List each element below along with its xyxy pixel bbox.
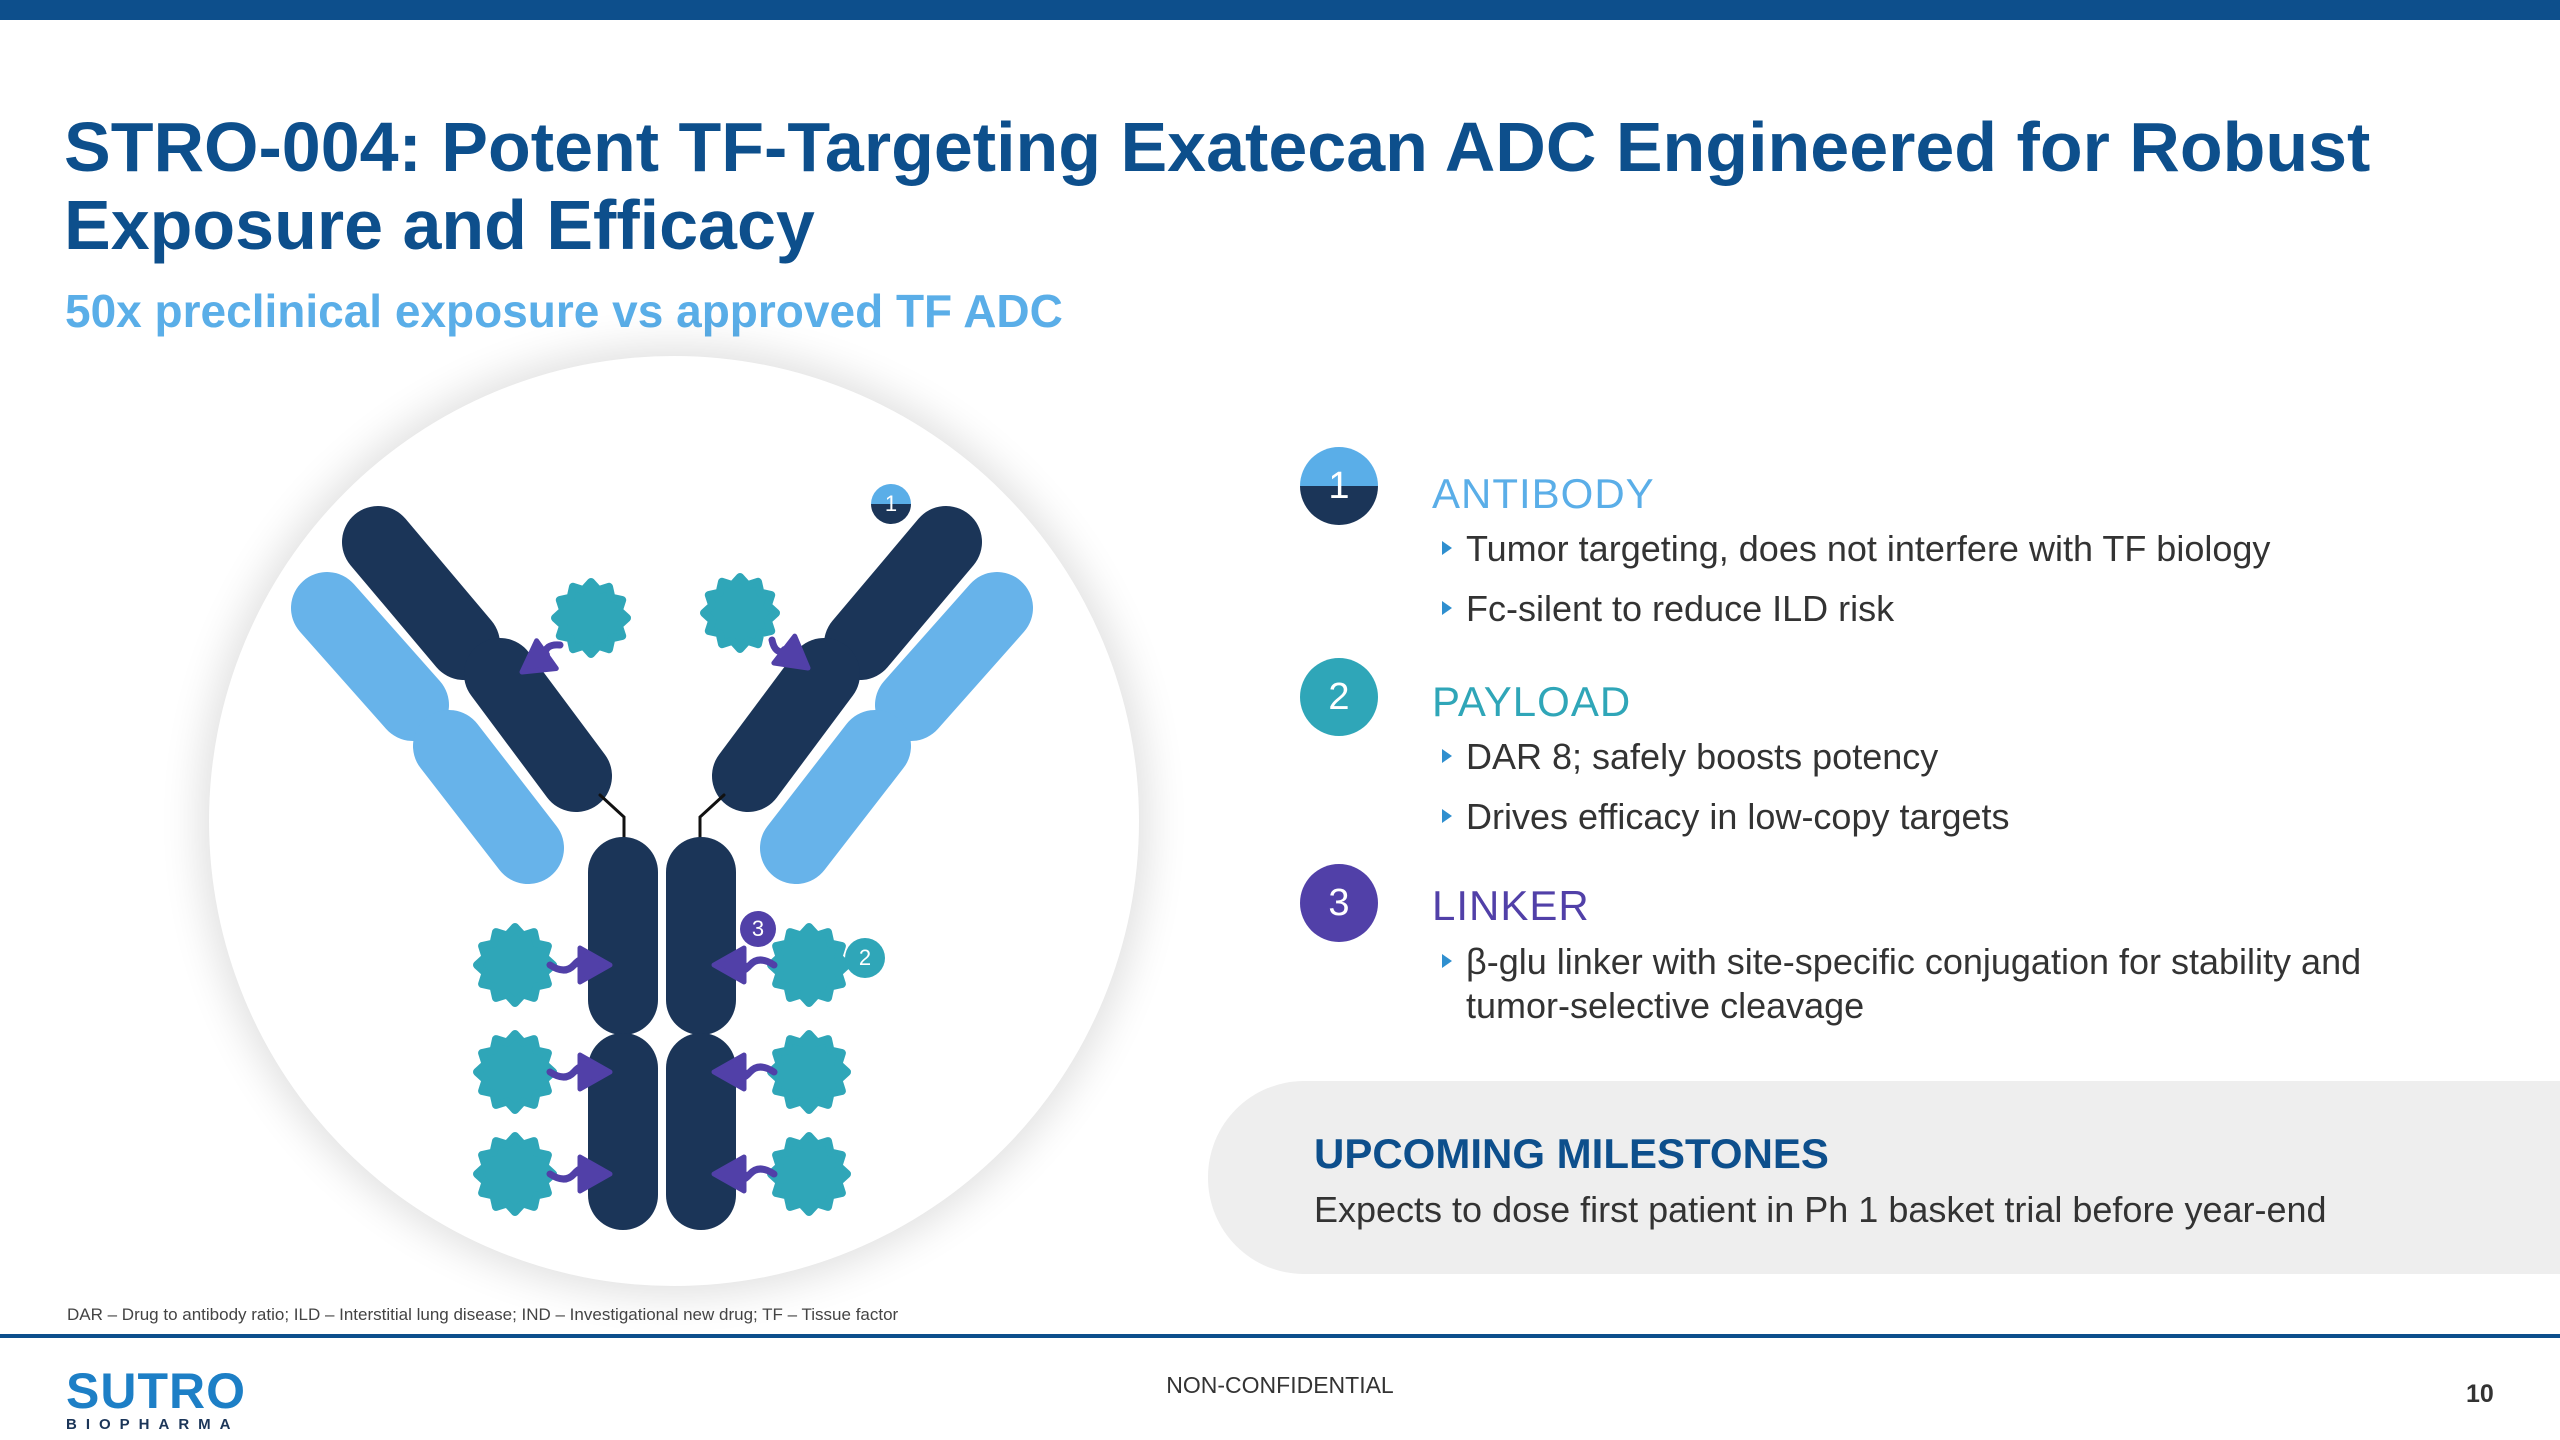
classification-label: NON-CONFIDENTIAL bbox=[1166, 1372, 1394, 1398]
sutro-logo: SUTRO BIOPHARMA bbox=[66, 1363, 246, 1433]
page-title: STRO-004: Potent TF-Targeting Exatecan A… bbox=[64, 108, 2371, 264]
payload-icon bbox=[473, 1132, 557, 1216]
linker-number-badge: 3 bbox=[1300, 864, 1378, 942]
light-chain-left bbox=[291, 572, 449, 741]
antibody-number-badge: 1 bbox=[1300, 447, 1378, 525]
antibody-heading: ANTIBODY bbox=[1432, 470, 1655, 517]
heavy-chain-left bbox=[342, 506, 500, 680]
payload-bullet: DAR 8; safely boosts potency bbox=[1442, 735, 2442, 779]
linker-arrow-icon bbox=[711, 1052, 747, 1092]
footer-divider bbox=[0, 1334, 2560, 1338]
linker-arrow-icon bbox=[711, 1154, 747, 1194]
bullet-icon bbox=[1442, 749, 1452, 763]
milestones-text: Expects to dose first patient in Ph 1 ba… bbox=[1314, 1189, 2327, 1230]
light-chain-left bbox=[413, 710, 564, 884]
antibody-bullet: Tumor targeting, does not interfere with… bbox=[1442, 527, 2442, 571]
hinge-right bbox=[698, 793, 726, 840]
page-number: 10 bbox=[2466, 1380, 2494, 1408]
milestones-panel bbox=[1208, 1081, 2560, 1274]
light-chain-right bbox=[760, 710, 911, 884]
footnote: DAR – Drug to antibody ratio; ILD – Inte… bbox=[67, 1305, 899, 1324]
milestones-heading: UPCOMING MILESTONES bbox=[1314, 1130, 1829, 1177]
payload-icon bbox=[767, 1132, 851, 1216]
bullet-icon bbox=[1442, 954, 1452, 968]
bullet-icon bbox=[1442, 541, 1452, 555]
payload-icon bbox=[473, 1030, 557, 1114]
hinge-left bbox=[598, 793, 626, 840]
light-chain-right bbox=[875, 572, 1033, 741]
linker-bullet: β-glu linker with site-specific conjugat… bbox=[1442, 940, 2442, 1028]
top-bar bbox=[0, 0, 2560, 20]
linker-arrow-icon bbox=[519, 638, 559, 675]
bullet-icon bbox=[1442, 809, 1452, 823]
diagram-badge-linker: 3 bbox=[740, 911, 776, 947]
payload-icon bbox=[767, 1030, 851, 1114]
linker-arrow-icon bbox=[577, 1154, 613, 1194]
linker-arrow-icon bbox=[577, 1052, 613, 1092]
diagram-badge-payload: 2 bbox=[845, 938, 885, 978]
payload-heading: PAYLOAD bbox=[1432, 678, 1632, 725]
payload-icon bbox=[473, 923, 557, 1007]
bullet-icon bbox=[1442, 601, 1452, 615]
heavy-chain-right bbox=[824, 506, 982, 680]
diagram-badge-antibody: 1 bbox=[871, 484, 911, 524]
payload-icon bbox=[551, 578, 631, 658]
linker-heading: LINKER bbox=[1432, 882, 1590, 929]
linker-arrow-icon bbox=[711, 945, 747, 985]
linker-arrow-icon bbox=[771, 633, 811, 671]
payload-icon bbox=[700, 573, 780, 653]
linker-arrow-icon bbox=[577, 945, 613, 985]
antibody-bullet: Fc-silent to reduce ILD risk bbox=[1442, 587, 2442, 631]
heavy-chain-left bbox=[464, 638, 612, 812]
heavy-chain-right bbox=[712, 638, 860, 812]
page-subtitle: 50x preclinical exposure vs approved TF … bbox=[65, 285, 1063, 337]
payload-bullet: Drives efficacy in low-copy targets bbox=[1442, 795, 2442, 839]
payload-icon bbox=[767, 923, 851, 1007]
payload-number-badge: 2 bbox=[1300, 658, 1378, 736]
